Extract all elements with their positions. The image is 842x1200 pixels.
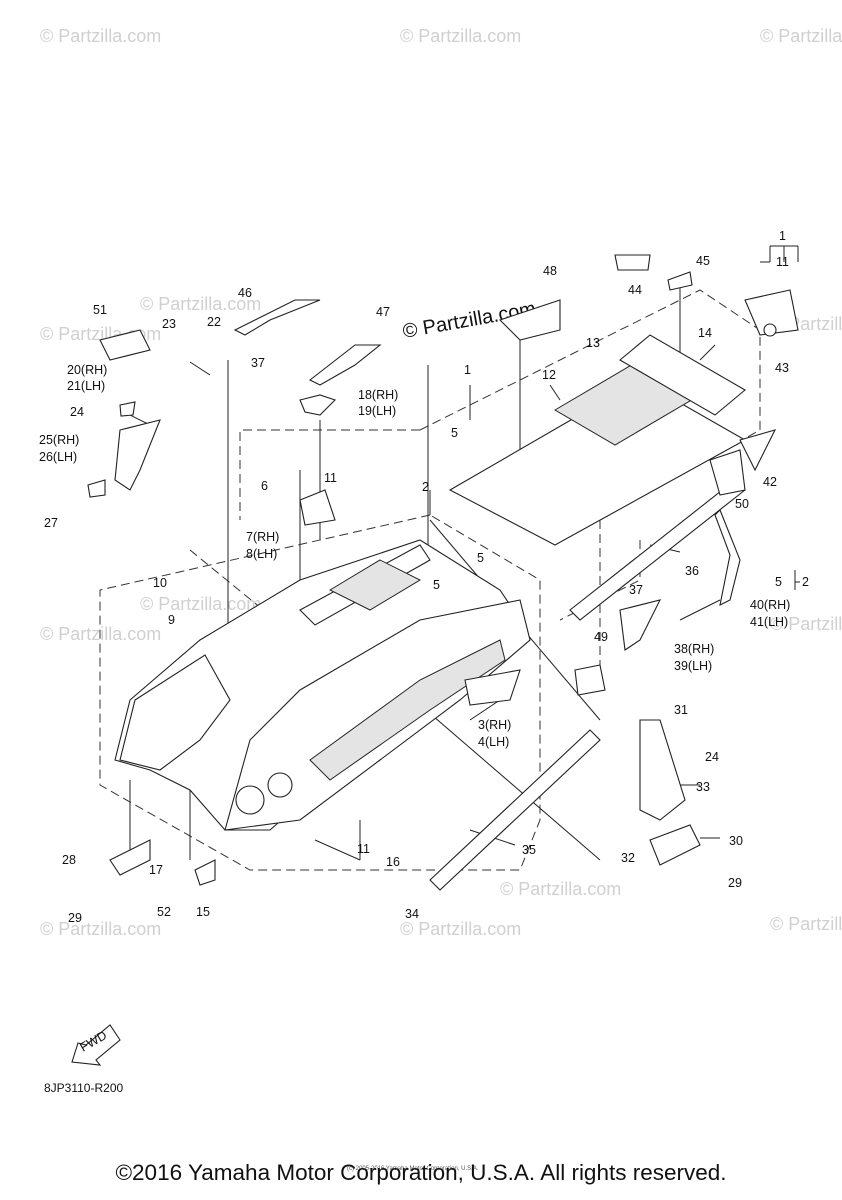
callout-label: 2 bbox=[422, 480, 429, 494]
callout-label: 21(LH) bbox=[67, 379, 105, 393]
callout-label: 10 bbox=[153, 576, 167, 590]
frame-tunnel bbox=[114, 539, 531, 831]
callout-label: 14 bbox=[698, 326, 712, 340]
watermark: © Partzilla.com bbox=[40, 624, 161, 644]
small-parts bbox=[87, 254, 799, 886]
callout-label: 16 bbox=[386, 855, 400, 869]
callout-label: 38(RH) bbox=[674, 642, 714, 656]
callout-label: 43 bbox=[775, 361, 789, 375]
watermark: © Partzilla.com bbox=[400, 26, 521, 46]
callout-labels: 1 11 43 45 44 48 47 46 51 23 22 20(RH) 2… bbox=[39, 229, 809, 925]
callout-label: 6 bbox=[261, 479, 268, 493]
callout-label: 18(RH) bbox=[358, 388, 398, 402]
callout-label: 27 bbox=[44, 516, 58, 530]
rear-rail-14 bbox=[619, 334, 746, 416]
callout-label: 17 bbox=[149, 863, 163, 877]
watermark: © Partzilla.com bbox=[140, 294, 261, 314]
watermark: © Partzilla.com bbox=[760, 26, 842, 46]
callout-label: 26(LH) bbox=[39, 450, 77, 464]
callout-label: 35 bbox=[522, 843, 536, 857]
fwd-arrow: FWD bbox=[71, 1024, 121, 1066]
callout-label: 40(RH) bbox=[750, 598, 790, 612]
callout-label: 29 bbox=[728, 876, 742, 890]
watermark: © Partzilla.com bbox=[500, 879, 621, 899]
callout-label: 41(LH) bbox=[750, 615, 788, 629]
callout-label: 37 bbox=[629, 583, 643, 597]
watermark: © Partzilla.com bbox=[40, 919, 161, 939]
callout-label: 9 bbox=[168, 613, 175, 627]
callout-label: 42 bbox=[763, 475, 777, 489]
callout-label: 47 bbox=[376, 305, 390, 319]
callout-label: 2 bbox=[802, 575, 809, 589]
callout-label: 31 bbox=[674, 703, 688, 717]
callout-label: 46 bbox=[238, 286, 252, 300]
callout-label: 50 bbox=[735, 497, 749, 511]
callout-label: 13 bbox=[586, 336, 600, 350]
callout-label: 39(LH) bbox=[674, 659, 712, 673]
copyright-notice: ©2016 Yamaha Motor Corporation, U.S.A. A… bbox=[115, 1160, 727, 1185]
callout-label: 5 bbox=[451, 426, 458, 440]
callout-label: 34 bbox=[405, 907, 419, 921]
callout-label: 28 bbox=[62, 853, 76, 867]
callout-label: 22 bbox=[207, 315, 221, 329]
callout-label: 36 bbox=[685, 564, 699, 578]
callout-label: 3(RH) bbox=[478, 718, 511, 732]
callout-label: 51 bbox=[93, 303, 107, 317]
callout-label: 32 bbox=[621, 851, 635, 865]
callout-label: 4(LH) bbox=[478, 735, 509, 749]
callout-label: 25(RH) bbox=[39, 433, 79, 447]
callout-label: 48 bbox=[543, 264, 557, 278]
diagram-code: 8JP3110-R200 bbox=[44, 1081, 123, 1095]
callout-label: 11 bbox=[324, 471, 337, 485]
callout-label: 23 bbox=[162, 317, 176, 331]
callout-label: 37 bbox=[251, 356, 265, 370]
callout-label: 45 bbox=[696, 254, 710, 268]
callout-label: 30 bbox=[729, 834, 743, 848]
callout-label: 11 bbox=[776, 255, 789, 269]
callout-label: 20(RH) bbox=[67, 363, 107, 377]
callout-label: 11 bbox=[357, 842, 370, 856]
callout-label: 33 bbox=[696, 780, 710, 794]
callout-label: 5 bbox=[775, 575, 782, 589]
small-copyright: (c) 2005-2016 Yamaha Motor Corporation, … bbox=[347, 1166, 479, 1172]
callout-label: 24 bbox=[70, 405, 84, 419]
watermark: © Partzilla.com bbox=[770, 614, 842, 634]
callout-label: 12 bbox=[542, 368, 556, 382]
callout-label: 52 bbox=[157, 905, 171, 919]
callout-label: 8(LH) bbox=[246, 547, 277, 561]
callout-label: 19(LH) bbox=[358, 404, 396, 418]
callout-label: 29 bbox=[68, 911, 82, 925]
callout-label: 49 bbox=[594, 630, 608, 644]
watermark: © Partzilla.com bbox=[770, 914, 842, 934]
callout-label: 5 bbox=[477, 551, 484, 565]
watermark: © Partzilla.com bbox=[40, 26, 161, 46]
callout-label: 15 bbox=[196, 905, 210, 919]
callout-label: 1 bbox=[779, 229, 786, 243]
watermark: © Partzilla.com bbox=[140, 594, 261, 614]
callout-label: 5 bbox=[433, 578, 440, 592]
callout-label: 44 bbox=[628, 283, 642, 297]
callout-label: 7(RH) bbox=[246, 530, 279, 544]
callout-label: 24 bbox=[705, 750, 719, 764]
callout-label: 1 bbox=[464, 363, 471, 377]
watermark: © Partzilla.com bbox=[400, 919, 521, 939]
tube-35 bbox=[429, 729, 601, 891]
